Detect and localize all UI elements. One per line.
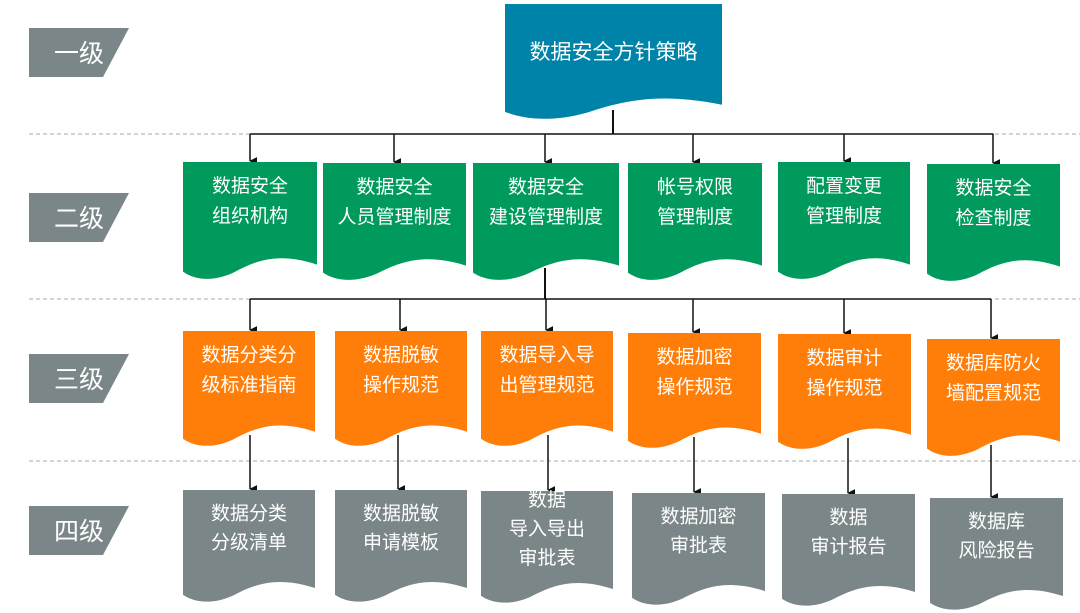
level4-node-label: 数据 xyxy=(829,507,867,529)
level3-node-label: 数据加密 xyxy=(656,346,732,368)
level2-node-label: 建设管理制度 xyxy=(489,206,603,228)
level3-node-label: 级标准指南 xyxy=(201,374,296,396)
level-tag-label: 一级 xyxy=(54,39,104,68)
level3-node-shape xyxy=(778,334,911,449)
root-node-label: 数据安全方针策略 xyxy=(530,40,698,64)
level4-node-shape xyxy=(782,494,915,606)
connectors xyxy=(249,110,1001,501)
level2-node-label: 组织机构 xyxy=(212,205,288,227)
level4-node-label: 审计报告 xyxy=(810,536,886,558)
level3-node-label: 出管理规范 xyxy=(499,374,594,396)
level-tag: 四级 xyxy=(29,506,129,555)
level3-node-label: 数据库防火 xyxy=(946,352,1041,374)
level2-node-shape xyxy=(778,162,910,279)
level2-node-label: 检查制度 xyxy=(955,207,1031,229)
level3-node-label: 操作规范 xyxy=(806,377,882,399)
level2-node-label: 配置变更 xyxy=(806,175,882,197)
level-tag-label: 四级 xyxy=(54,517,104,546)
level2-node-label: 管理制度 xyxy=(657,206,733,228)
level-tag-label: 三级 xyxy=(54,365,104,394)
level4-node-label: 风险报告 xyxy=(958,540,1034,562)
level4-node-label: 数据脱敏 xyxy=(363,503,439,525)
level3-node-shape xyxy=(927,339,1060,456)
level4-node-shape xyxy=(481,491,613,603)
level2-node-label: 数据安全 xyxy=(508,176,584,198)
level2-node-label: 帐号权限 xyxy=(657,176,733,198)
level2-node-label: 人员管理制度 xyxy=(337,206,451,228)
level4-node-label: 数据分类 xyxy=(211,503,287,525)
level2-node-shape xyxy=(927,164,1060,281)
root-node[interactable]: 数据安全方针策略 xyxy=(505,4,722,119)
level4-node-label: 数据加密 xyxy=(660,506,736,528)
root-node-shape xyxy=(505,4,722,119)
level3-node-label: 数据脱敏 xyxy=(363,344,439,366)
level3-node-label: 数据导入导 xyxy=(499,344,594,366)
level4-node-label: 数据 xyxy=(528,489,566,511)
level-tag: 一级 xyxy=(29,28,129,77)
level2-node-label: 数据安全 xyxy=(955,177,1031,199)
level4-node-shape xyxy=(183,490,315,602)
level-tag-shape xyxy=(29,193,129,242)
level-tag-label: 二级 xyxy=(54,204,104,233)
level-tag: 二级 xyxy=(29,193,129,242)
level4-node-label: 分级清单 xyxy=(211,532,287,554)
level2-node-label: 管理制度 xyxy=(806,205,882,227)
level-tag: 三级 xyxy=(29,354,129,403)
level4-node-shape xyxy=(632,493,765,605)
level-tag-shape xyxy=(29,506,129,555)
level3-node-label: 墙配置规范 xyxy=(946,382,1041,404)
level3-node-shape xyxy=(335,331,467,446)
level4-node-label: 审批表 xyxy=(518,547,575,569)
level3-node-label: 操作规范 xyxy=(363,374,439,396)
level2-node-label: 数据安全 xyxy=(356,176,432,198)
level4-node-label: 导入导出 xyxy=(509,518,585,540)
level2-node-shape xyxy=(473,163,619,280)
level3-node-shape xyxy=(481,331,613,446)
level2-node-shape xyxy=(628,163,762,280)
level3-node-shape xyxy=(183,331,315,446)
level3-node-shape xyxy=(628,333,761,448)
nodes: 数据安全方针策略数据安全组织机构数据安全人员管理制度数据安全建设管理制度帐号权限… xyxy=(183,4,1063,610)
level2-node-label: 数据安全 xyxy=(212,175,288,197)
level-tag-shape xyxy=(29,28,129,77)
level4-node-shape xyxy=(930,498,1063,610)
level4-node-label: 审批表 xyxy=(670,535,727,557)
level3-node-label: 操作规范 xyxy=(656,376,732,398)
level-tag-shape xyxy=(29,354,129,403)
level4-node-shape xyxy=(335,490,467,602)
level3-node-label: 数据审计 xyxy=(806,347,882,369)
level2-node-shape xyxy=(183,162,317,279)
level4-node-label: 数据库 xyxy=(968,511,1025,533)
level2-node-shape xyxy=(323,163,466,280)
level3-node-label: 数据分类分 xyxy=(201,344,296,366)
level4-node-label: 申请模板 xyxy=(363,532,439,554)
